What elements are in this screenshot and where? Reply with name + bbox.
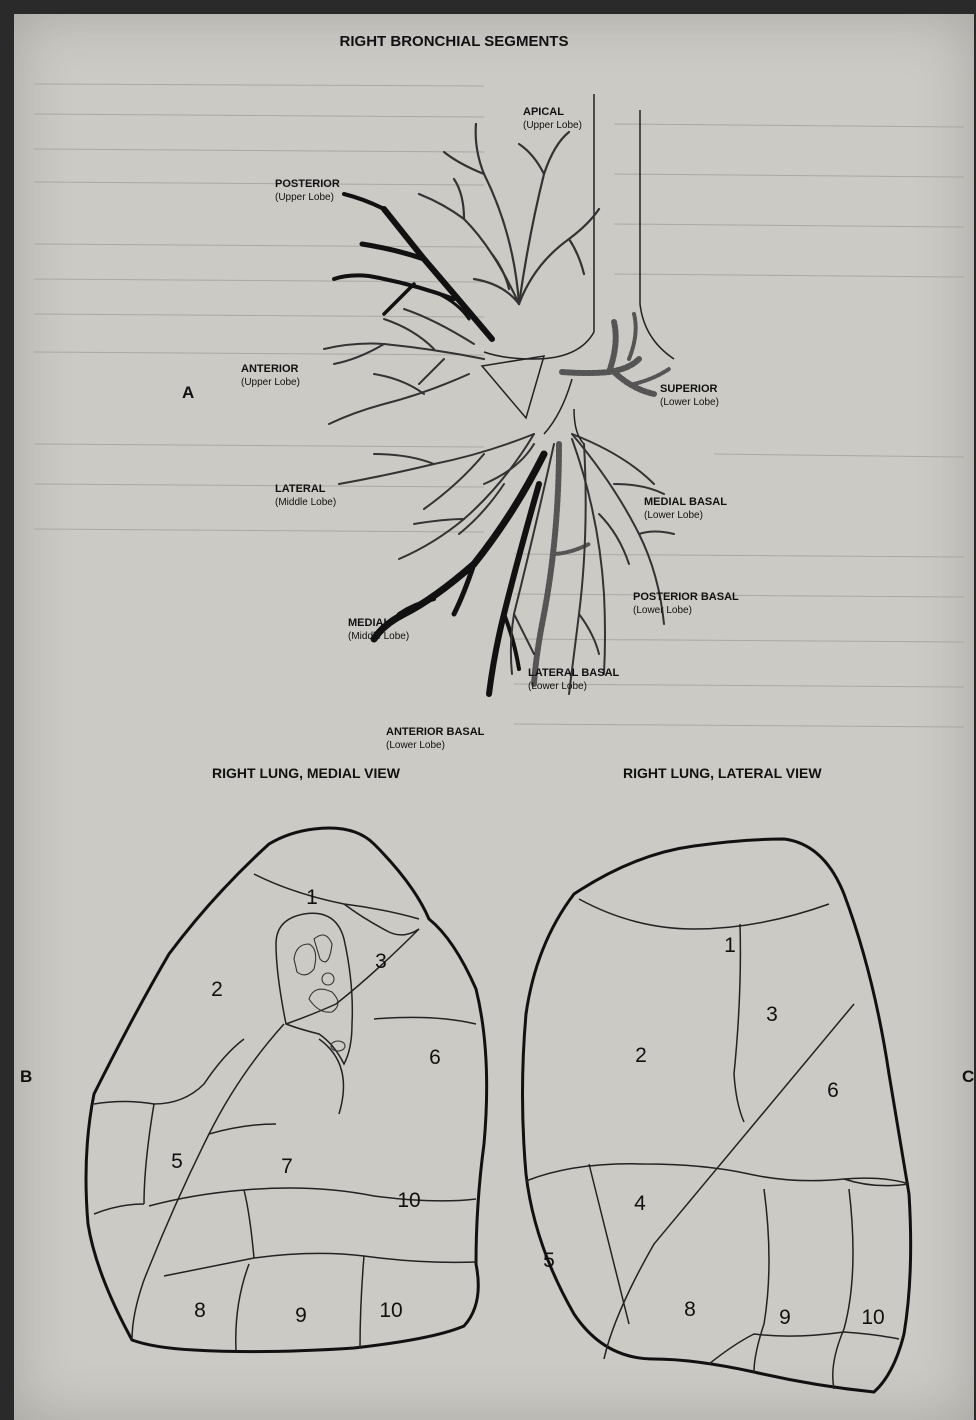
medial-segment-6: 6: [429, 1046, 441, 1069]
medial-view-lung: [86, 828, 487, 1352]
lateral-segment-1: 1: [724, 934, 736, 957]
svg-text:(Middle Lobe): (Middle Lobe): [348, 631, 409, 642]
figure-title: RIGHT BRONCHIAL SEGMENTS: [340, 33, 569, 50]
medial-segment-1: 1: [306, 886, 318, 909]
callout-anterior: ANTERIOR (Upper Lobe): [241, 363, 300, 388]
svg-text:(Lower Lobe): (Lower Lobe): [660, 397, 719, 408]
svg-text:(Upper Lobe): (Upper Lobe): [275, 192, 334, 203]
medial-segment-9: 9: [295, 1304, 307, 1327]
medial-segment-7: 7: [281, 1155, 293, 1178]
panel-letter-a: A: [182, 383, 194, 402]
svg-text:APICAL: APICAL: [523, 106, 564, 118]
lateral-segment-numbers: 1 2 3 4 5 6 8 9 10: [543, 934, 885, 1329]
svg-text:ANTERIOR BASAL: ANTERIOR BASAL: [386, 726, 485, 738]
medial-segment-5: 5: [171, 1150, 183, 1173]
svg-text:POSTERIOR BASAL: POSTERIOR BASAL: [633, 591, 739, 603]
svg-text:POSTERIOR: POSTERIOR: [275, 178, 340, 190]
lateral-segment-9: 9: [779, 1306, 791, 1329]
callout-lateral-basal: LATERAL BASAL (Lower Lobe): [528, 667, 620, 692]
callout-superior: SUPERIOR (Lower Lobe): [660, 383, 719, 408]
svg-text:(Lower Lobe): (Lower Lobe): [528, 681, 587, 692]
svg-text:(Middle Lobe): (Middle Lobe): [275, 497, 336, 508]
view-title-lateral: RIGHT LUNG, LATERAL VIEW: [623, 765, 822, 781]
medial-segment-10-upper: 10: [397, 1189, 420, 1212]
svg-text:(Lower Lobe): (Lower Lobe): [633, 605, 692, 616]
callout-lateral: LATERAL (Middle Lobe): [275, 483, 336, 508]
lateral-segment-2: 2: [635, 1044, 647, 1067]
lateral-segment-8: 8: [684, 1298, 696, 1321]
panel-letter-b: B: [20, 1067, 32, 1086]
svg-text:MEDIAL: MEDIAL: [348, 617, 390, 629]
medial-segment-10-lower: 10: [379, 1299, 402, 1322]
page: RIGHT BRONCHIAL SEGMENTS: [14, 14, 974, 1420]
svg-text:ANTERIOR: ANTERIOR: [241, 363, 299, 375]
callout-medial-basal: MEDIAL BASAL (Lower Lobe): [644, 496, 727, 521]
lateral-segment-6: 6: [827, 1079, 839, 1102]
panel-letter-c: C: [962, 1067, 974, 1086]
lateral-segment-5: 5: [543, 1249, 555, 1272]
medial-segment-2: 2: [211, 978, 223, 1001]
svg-text:(Lower Lobe): (Lower Lobe): [386, 740, 445, 751]
svg-text:(Upper Lobe): (Upper Lobe): [241, 377, 300, 388]
svg-text:SUPERIOR: SUPERIOR: [660, 383, 718, 395]
svg-text:(Upper Lobe): (Upper Lobe): [523, 120, 582, 131]
medial-segment-3: 3: [375, 950, 387, 973]
view-title-medial: RIGHT LUNG, MEDIAL VIEW: [212, 765, 401, 781]
medial-segment-numbers: 1 2 3 5 6 7 8 9 10 10: [171, 886, 441, 1327]
callout-posterior-basal: POSTERIOR BASAL (Lower Lobe): [633, 591, 739, 616]
lateral-view-lung: [523, 839, 911, 1392]
svg-text:(Lower Lobe): (Lower Lobe): [644, 510, 703, 521]
callout-posterior: POSTERIOR (Upper Lobe): [275, 178, 340, 203]
medial-segment-8: 8: [194, 1299, 206, 1322]
lateral-segment-3: 3: [766, 1003, 778, 1026]
figure: RIGHT BRONCHIAL SEGMENTS: [14, 14, 974, 1420]
svg-text:MEDIAL BASAL: MEDIAL BASAL: [644, 496, 727, 508]
callout-apical: APICAL (Upper Lobe): [523, 106, 582, 131]
svg-text:LATERAL: LATERAL: [275, 483, 326, 495]
callout-anterior-basal: ANTERIOR BASAL (Lower Lobe): [386, 726, 485, 751]
svg-text:LATERAL BASAL: LATERAL BASAL: [528, 667, 620, 679]
lateral-segment-4: 4: [634, 1192, 646, 1215]
lateral-segment-10: 10: [861, 1306, 884, 1329]
